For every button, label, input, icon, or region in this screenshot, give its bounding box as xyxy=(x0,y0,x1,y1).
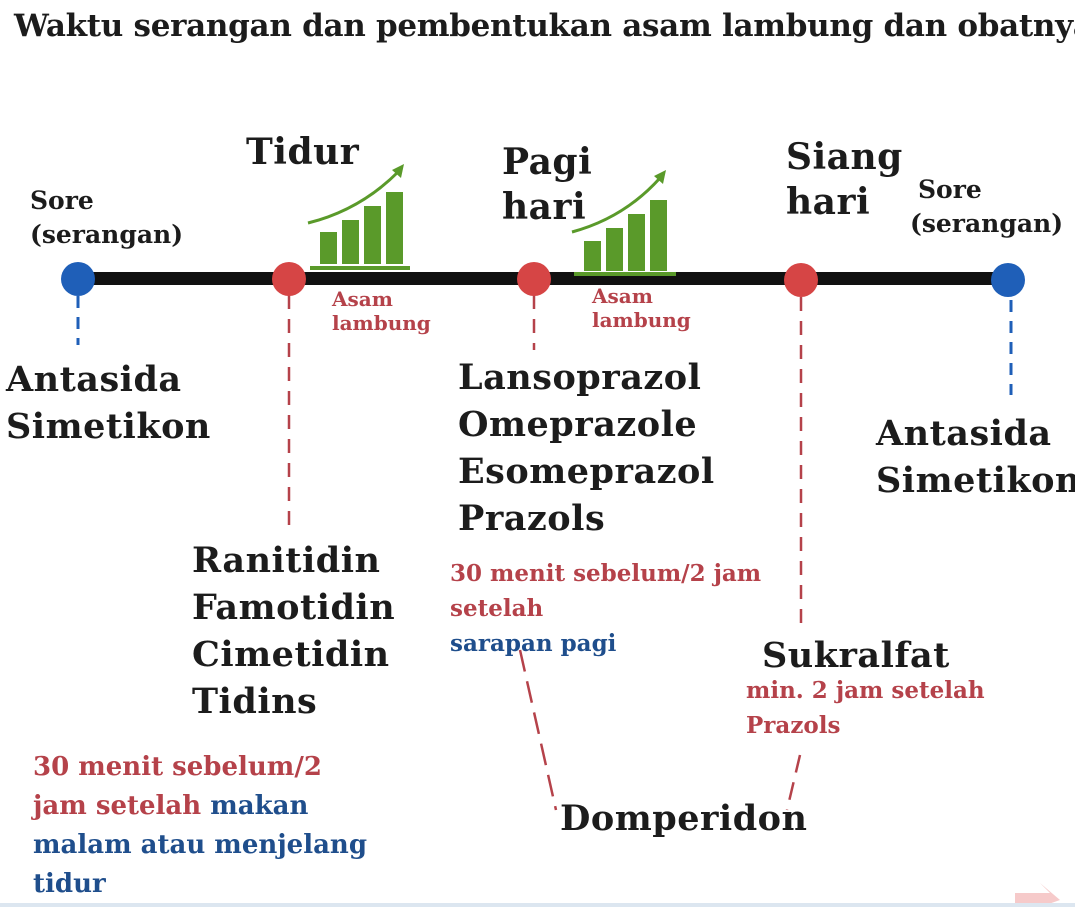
drug-name: Antasida xyxy=(876,413,1052,454)
point-label-line: Sore xyxy=(918,175,982,204)
acid-label-line: lambung xyxy=(592,308,691,332)
drug-name: Esomeprazol xyxy=(458,451,715,492)
h2-timing-note: 30 menit sebelum/2 jam setelah makan mal… xyxy=(33,748,367,904)
connector-domperidon-right xyxy=(785,754,802,811)
point-label-line: Siang xyxy=(786,136,903,178)
drug-group-h2-blockers: Ranitidin Famotidin Cimetidin Tidins xyxy=(192,537,395,725)
drug-name: Simetikon xyxy=(6,406,211,447)
acid-label-line: lambung xyxy=(332,311,431,335)
drug-group-ppi: Lansoprazol Omeprazole Esomeprazol Prazo… xyxy=(458,354,715,542)
drug-name: Ranitidin xyxy=(192,540,381,581)
note-line: setelah xyxy=(450,595,544,622)
point-label-tidur: Tidur xyxy=(246,131,360,173)
connector-domperidon-left xyxy=(518,649,558,811)
drug-name: Antasida xyxy=(6,359,182,400)
point-label-line: Sore xyxy=(30,186,94,215)
ppi-timing-note: 30 menit sebelum/2 jam setelah sarapan p… xyxy=(450,556,761,661)
note-line: tidur xyxy=(33,869,106,899)
drug-group-antacid-left: Antasida Simetikon xyxy=(6,356,211,450)
growth-chart-icon xyxy=(307,164,410,270)
point-label-line: hari xyxy=(502,186,587,228)
arrow-icon xyxy=(1015,883,1060,907)
drug-name: Omeprazole xyxy=(458,404,698,445)
point-label-sore-right: Sore (serangan) xyxy=(910,173,1063,241)
note-line: 30 menit sebelum/2 jam xyxy=(450,560,762,587)
drug-domperidone: Domperidon xyxy=(560,798,808,839)
timeline-dot-siang xyxy=(784,263,818,297)
acid-label-line: Asam xyxy=(332,287,393,311)
note-line-red: jam setelah xyxy=(33,791,202,821)
drug-name: Simetikon xyxy=(876,460,1075,501)
growth-chart-icon xyxy=(571,170,676,276)
point-label-line: hari xyxy=(786,181,871,223)
drug-group-antacid-right: Antasida Simetikon xyxy=(876,410,1075,504)
drug-name: Lansoprazol xyxy=(458,357,702,398)
drug-name: Tidins xyxy=(192,681,318,722)
point-label-line: (serangan) xyxy=(30,220,184,249)
acid-label-1: Asam lambung xyxy=(332,287,431,335)
page-title: Waktu serangan dan pembentukan asam lamb… xyxy=(14,8,1075,44)
acid-label-2: Asam lambung xyxy=(592,284,691,332)
sucralfate-timing-note: min. 2 jam setelah Prazols xyxy=(746,673,985,743)
point-label-sore-left: Sore (serangan) xyxy=(30,184,183,252)
point-label-pagi: Pagi hari xyxy=(502,140,592,230)
point-label-line: (serangan) xyxy=(910,209,1064,238)
note-line: sarapan pagi xyxy=(450,630,617,657)
note-line: malam atau menjelang xyxy=(33,830,368,860)
timeline-dot-pagi xyxy=(517,262,551,296)
note-line: min. 2 jam setelah xyxy=(746,677,985,704)
point-label-siang: Siang hari xyxy=(786,135,903,225)
acid-label-line: Asam xyxy=(592,284,653,308)
note-line: Prazols xyxy=(746,712,841,739)
bottom-rule xyxy=(0,903,1075,907)
note-line-blue: makan xyxy=(210,791,309,821)
note-line: 30 menit sebelum/2 xyxy=(33,752,322,782)
drug-name: Cimetidin xyxy=(192,634,390,675)
drug-name: Famotidin xyxy=(192,587,396,628)
timeline-dot-tidur xyxy=(272,262,306,296)
timeline-dot-sore-right xyxy=(991,263,1025,297)
point-label-line: Pagi xyxy=(502,141,593,183)
drug-name: Prazols xyxy=(458,498,606,539)
drug-sucralfate: Sukralfat xyxy=(762,635,950,676)
timeline-dot-sore-left xyxy=(61,262,95,296)
